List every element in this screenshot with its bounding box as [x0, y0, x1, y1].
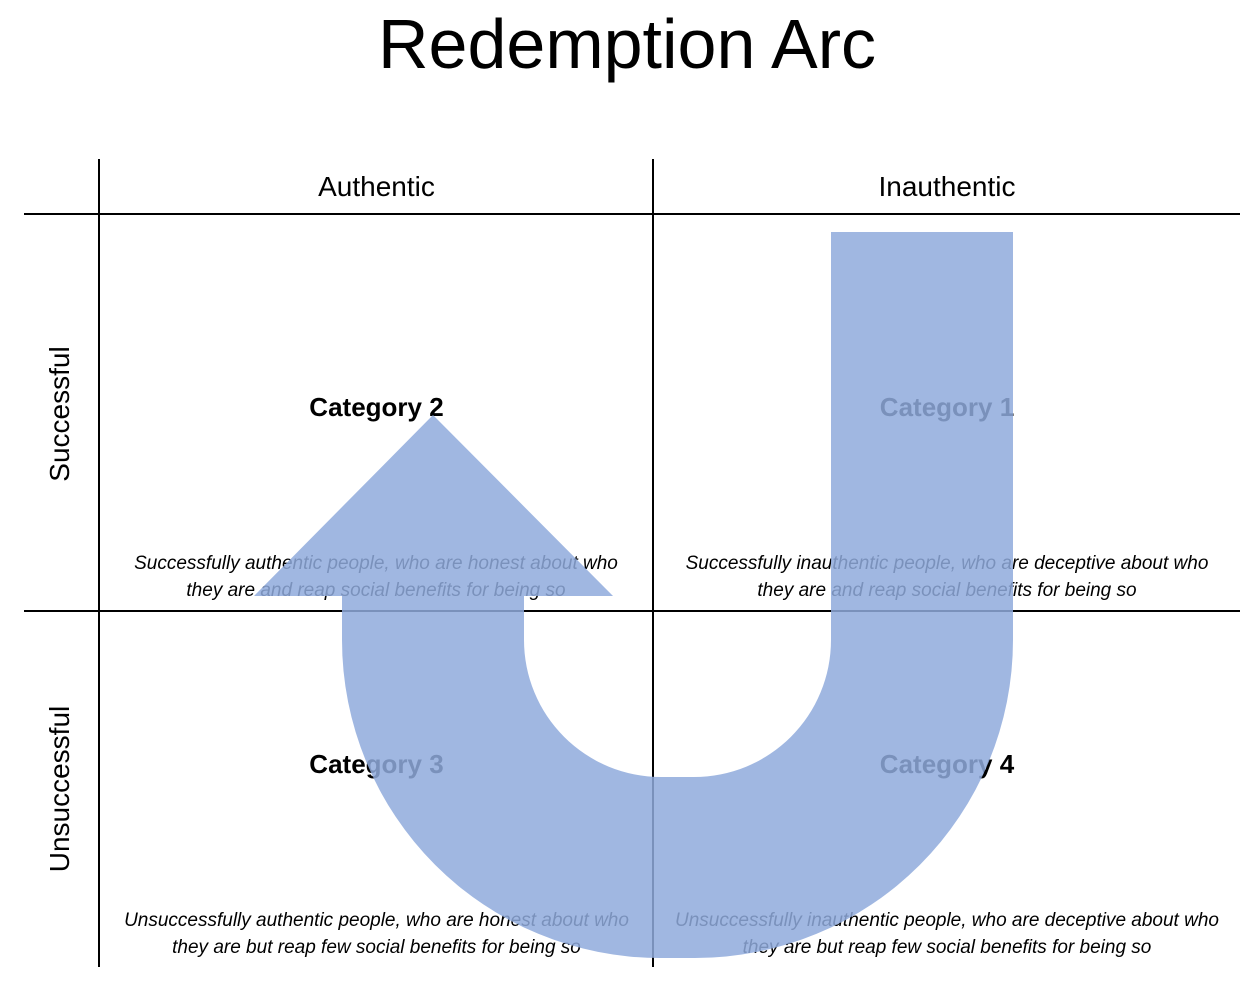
category-3-label: Category 3: [309, 749, 444, 779]
category-2-description: Successfully authentic people, who are h…: [134, 553, 618, 601]
category-3-description: Unsuccessfully authentic people, who are…: [124, 910, 629, 958]
row-header-unsuccessful: Unsuccessful: [44, 705, 75, 873]
category-4-label: Category 4: [879, 749, 1015, 779]
row-header-successful: Successful: [44, 346, 75, 482]
column-header-authentic: Authentic: [318, 171, 435, 202]
column-header-inauthentic: Inauthentic: [878, 171, 1016, 202]
category-1-label: Category 1: [879, 392, 1015, 422]
category-1-description: Successfully inauthentic people, who are…: [685, 553, 1209, 601]
category-2-label: Category 2: [309, 392, 444, 422]
diagram-title: Redemption Arc: [377, 5, 877, 83]
category-4-description: Unsuccessfully inauthentic people, who a…: [675, 910, 1219, 958]
